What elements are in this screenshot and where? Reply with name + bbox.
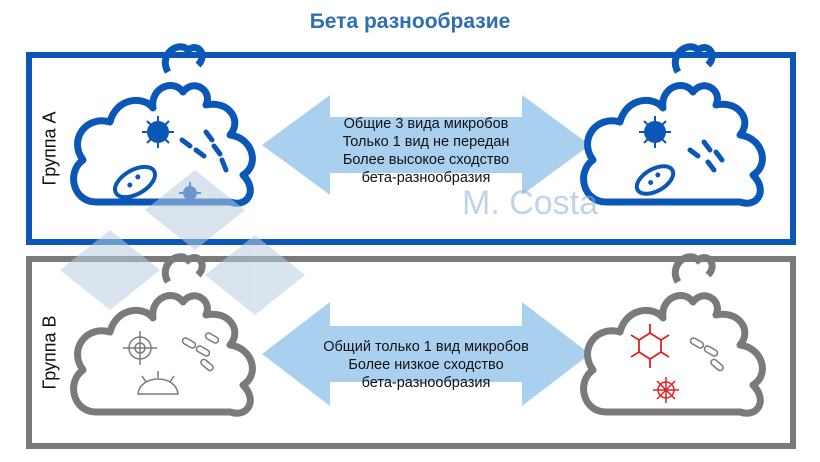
- group-a-left-bacterium-icon: [113, 164, 157, 200]
- group-a-line-4: бета-разнообразия: [361, 170, 491, 186]
- group-a-double-arrow: [262, 95, 590, 195]
- group-a-left-virus-icon: [142, 116, 174, 148]
- group-b-left-bacterium-icon: [137, 371, 179, 395]
- diagram-title: Бета разнообразие: [309, 10, 511, 33]
- group-a-line-3: Более высокое сходство: [342, 152, 510, 168]
- group-b-line-2: Более низкое сходство: [348, 357, 504, 373]
- group-a-right-cloud: [584, 43, 763, 203]
- group-a-panel: [26, 52, 796, 245]
- group-b-left-virus-icon: [123, 331, 157, 365]
- group-b-left-bacillus-icon: [181, 332, 220, 372]
- group-b-right-bacillus-icon: [689, 337, 724, 372]
- group-b-right-hexagon-microbe-icon: [630, 324, 670, 368]
- group-a-left-cloud: [74, 43, 253, 203]
- group-b-right-red-virus-icon: [653, 377, 679, 403]
- group-a-line-2: Только 1 вид не передан: [342, 134, 510, 150]
- group-a-line-1: Общие 3 вида микробов: [343, 116, 509, 132]
- group-b-panel: [26, 256, 796, 449]
- group-b-right-cloud: [584, 253, 763, 413]
- watermark-text: M. Costa: [462, 184, 599, 222]
- group-b-label: Группа В: [39, 315, 60, 390]
- group-a-label: Группа А: [39, 111, 60, 186]
- group-b-left-cloud: [74, 253, 253, 413]
- group-a-right-virus-icon: [639, 116, 671, 148]
- group-b-double-arrow: [262, 302, 590, 406]
- watermark-333-logo: [60, 170, 305, 315]
- group-b-line-1: Общий только 1 вид микробов: [323, 339, 529, 355]
- group-a-right-bacillus-icon: [687, 139, 725, 173]
- group-a-right-bacterium-icon: [634, 164, 676, 196]
- group-b-line-3: бета-разнообразия: [361, 375, 491, 391]
- group-a-description: Общие 3 вида микробов Только 1 вид не пе…: [316, 115, 536, 187]
- group-a-left-bacillus-icon: [179, 129, 229, 173]
- group-b-description: Общий только 1 вид микробов Более низкое…: [306, 338, 546, 392]
